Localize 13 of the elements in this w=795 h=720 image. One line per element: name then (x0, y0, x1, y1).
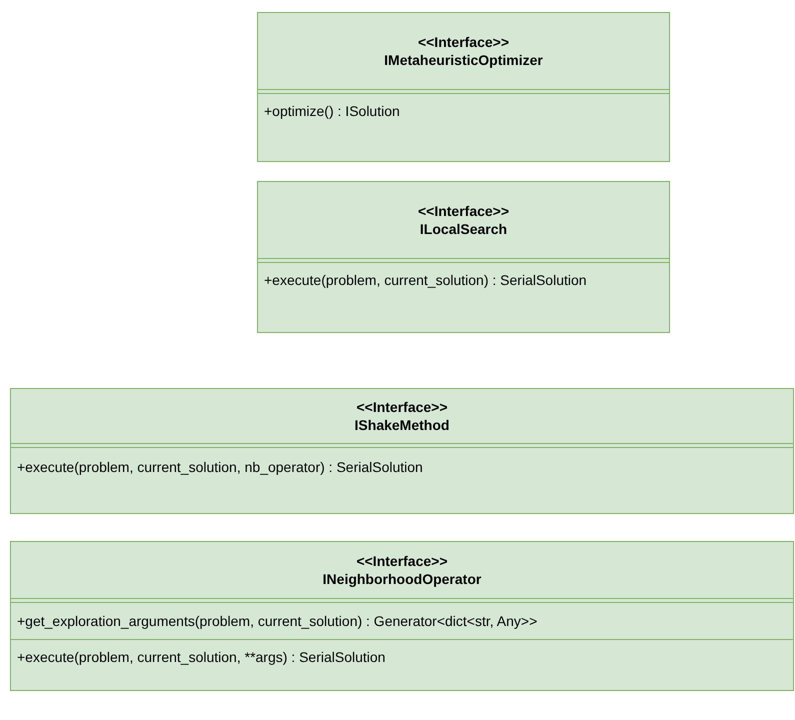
interface-header: <<Interface>> INeighborhoodOperator (322, 552, 482, 588)
interface-header: <<Interface>> IMetaheuristicOptimizer (384, 33, 543, 69)
method-signature: +get_exploration_arguments(problem, current_solution) : Generator<dict<str, Any>> (17, 612, 538, 630)
interface-class-box (10, 541, 794, 691)
interface-header: <<Interface>> ILocalSearch (418, 202, 510, 238)
method-signature: +execute(problem, current_solution) : SerialSolution (264, 271, 587, 289)
method-signature: +execute(problem, current_solution, **args) : SerialSolution (17, 648, 386, 666)
interface-class-box (257, 181, 670, 333)
interface-header: <<Interface>> IShakeMethod (354, 398, 450, 434)
method-signature: +optimize() : ISolution (264, 102, 400, 120)
method-signature: +execute(problem, current_solution, nb_operator) : SerialSolution (17, 458, 423, 476)
interface-class-box (10, 388, 794, 514)
interface-class-box (257, 12, 670, 162)
